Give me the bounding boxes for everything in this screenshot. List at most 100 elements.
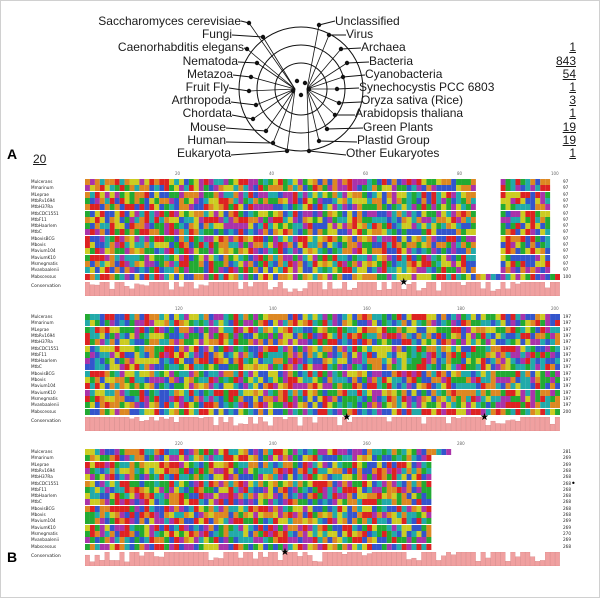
residue-cell xyxy=(347,267,353,274)
left-count[interactable]: 20 xyxy=(33,152,47,166)
residue-cell xyxy=(243,223,249,230)
residue-cell xyxy=(342,449,348,455)
residue-cell xyxy=(381,179,387,185)
residue-cell xyxy=(520,242,526,248)
residue-cell xyxy=(188,543,194,550)
tree-edge xyxy=(231,34,264,38)
residue-cell xyxy=(312,235,318,242)
residue-cell xyxy=(367,339,372,346)
residue-cell xyxy=(169,351,175,358)
residue-cell xyxy=(500,351,506,358)
residue-cell xyxy=(401,518,407,525)
residue-cell xyxy=(322,395,328,402)
residue-cell xyxy=(401,314,407,320)
residue-cell xyxy=(456,377,462,383)
residue-cell xyxy=(208,320,214,327)
residue-cell xyxy=(228,254,234,261)
residue-cell xyxy=(322,179,328,185)
residue-cell xyxy=(337,389,343,396)
residue-cell xyxy=(238,345,244,352)
residue-cell xyxy=(431,204,437,211)
residue-cell xyxy=(396,179,402,185)
residue-cell xyxy=(470,408,476,415)
residue-cell xyxy=(327,493,333,500)
residue-cell xyxy=(347,273,353,280)
residue-cell xyxy=(307,267,313,274)
residue-cell xyxy=(109,204,115,211)
residue-cell xyxy=(535,345,541,352)
residue-cell xyxy=(124,499,130,506)
residue-cell xyxy=(159,339,165,346)
residue-cell xyxy=(312,204,318,211)
residue-cell xyxy=(154,402,160,409)
residue-cell xyxy=(233,339,239,346)
residue-cell xyxy=(243,358,249,365)
residue-cell xyxy=(337,518,343,525)
residue-cell xyxy=(179,326,184,333)
residue-cell xyxy=(525,273,531,280)
conservation-bar xyxy=(332,288,338,296)
residue-cell xyxy=(347,383,353,390)
residue-cell xyxy=(426,242,432,248)
residue-cell xyxy=(515,351,521,358)
conservation-bar xyxy=(406,416,412,431)
tree-node xyxy=(324,126,330,132)
residue-cell xyxy=(441,191,447,198)
residue-cell xyxy=(337,449,343,455)
residue-cell xyxy=(243,185,249,192)
residue-cell xyxy=(179,455,184,462)
residue-cell xyxy=(535,358,541,365)
residue-cell xyxy=(94,408,100,415)
residue-cell xyxy=(535,339,541,346)
tree-count[interactable]: 54 xyxy=(562,66,576,81)
residue-cell xyxy=(174,267,180,274)
residue-cell xyxy=(327,383,333,390)
tree-count[interactable]: 1 xyxy=(569,80,576,94)
residue-cell xyxy=(371,530,377,537)
residue-cell xyxy=(94,364,100,371)
residue-cell xyxy=(297,358,303,365)
tree-count[interactable]: 1 xyxy=(569,146,576,160)
residue-cell xyxy=(208,480,214,487)
residue-cell xyxy=(525,223,531,230)
residue-cell xyxy=(322,505,328,512)
residue-cell xyxy=(273,499,278,506)
residue-cell xyxy=(238,537,244,544)
residue-cell xyxy=(208,197,214,204)
residue-cell xyxy=(99,480,105,487)
residue-cell xyxy=(94,185,100,192)
residue-cell xyxy=(119,449,125,455)
residue-cell xyxy=(540,204,546,211)
residue-cell xyxy=(273,345,278,352)
conservation-bar xyxy=(218,558,224,566)
residue-cell xyxy=(307,474,313,481)
residue-cell xyxy=(401,537,407,544)
tree-count[interactable]: 3 xyxy=(569,93,576,108)
residue-cell xyxy=(396,486,402,493)
tree-count[interactable]: 1 xyxy=(569,40,576,55)
residue-cell xyxy=(391,402,397,409)
residue-cell xyxy=(238,179,244,185)
residue-cell xyxy=(307,455,313,462)
tree-count[interactable]: 843 xyxy=(555,53,576,68)
residue-cell xyxy=(223,332,229,339)
residue-cell xyxy=(535,402,541,409)
residue-cell xyxy=(287,248,293,255)
tree-count[interactable]: 1 xyxy=(569,106,576,121)
residue-cell xyxy=(436,248,442,255)
residue-cell xyxy=(381,185,387,192)
residue-cell xyxy=(436,185,442,192)
residue-cell xyxy=(411,395,417,402)
tree-count[interactable]: 19 xyxy=(562,119,576,134)
residue-cell xyxy=(287,383,293,390)
residue-cell xyxy=(159,389,165,396)
conservation-bar xyxy=(89,284,95,296)
residue-cell xyxy=(510,395,516,402)
residue-cell xyxy=(258,210,264,217)
tree-count[interactable]: 19 xyxy=(562,132,576,147)
residue-cell xyxy=(367,216,372,223)
residue-cell xyxy=(396,326,402,333)
residue-cell xyxy=(213,339,219,346)
